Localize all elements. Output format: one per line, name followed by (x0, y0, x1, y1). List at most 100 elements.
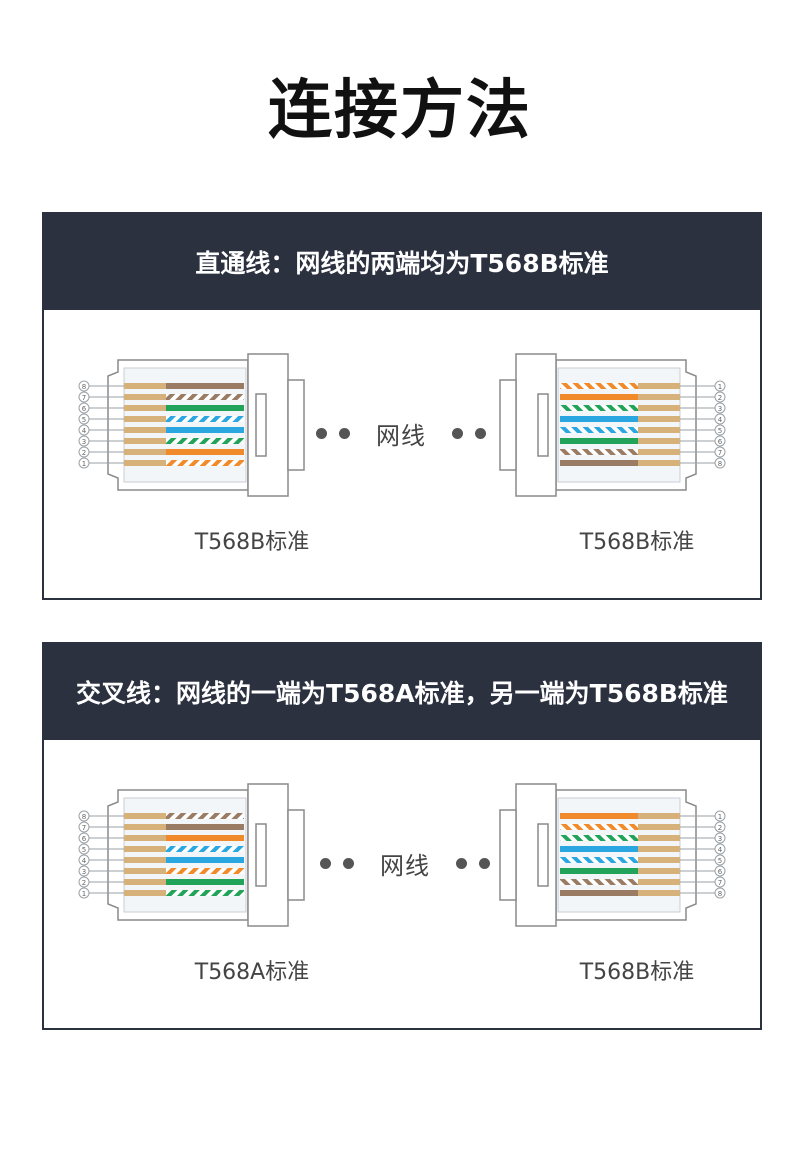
wire-brown (560, 460, 638, 466)
dot-icon (456, 858, 467, 869)
gold-contact (638, 460, 680, 466)
pin-number: 8 (82, 383, 86, 391)
gold-contact (124, 427, 166, 433)
pin-number-marker (714, 854, 726, 866)
cable-label: 网线 (380, 852, 430, 880)
wire-orange-stripe (166, 868, 244, 874)
wire-blue (560, 416, 638, 422)
pin-number-marker (78, 876, 90, 888)
pin-number-marker (78, 424, 90, 436)
wire-green-stripe (560, 405, 638, 411)
gold-contact (638, 416, 680, 422)
pin-number-marker (714, 424, 726, 436)
wire-blue (560, 846, 638, 852)
pin-number: 8 (82, 813, 86, 821)
pin-number-marker (714, 446, 726, 458)
pin-number-marker (78, 446, 90, 458)
wire-orange (560, 394, 638, 400)
pin-number-marker (78, 402, 90, 414)
wire-green-stripe (166, 438, 244, 444)
gold-contact (124, 460, 166, 466)
pin-number: 7 (718, 879, 722, 887)
pin-number: 5 (82, 846, 86, 854)
gold-contact (638, 394, 680, 400)
wire-green-stripe (166, 890, 244, 896)
cable-connector: 网线 (316, 416, 486, 451)
pin-number: 3 (82, 438, 86, 446)
pin-number: 1 (82, 890, 86, 898)
gold-contact (638, 427, 680, 433)
pin-number: 1 (82, 460, 86, 468)
pin-number: 4 (82, 857, 87, 865)
pin-number-marker (78, 832, 90, 844)
gold-contact (638, 890, 680, 896)
wire-orange (166, 835, 244, 841)
gold-contact (124, 824, 166, 830)
standard-label-right: T568B标准 (579, 960, 695, 985)
gold-contact (124, 416, 166, 422)
pin-number-marker (78, 821, 90, 833)
cable-connector: 网线 (320, 846, 490, 881)
dot-icon (475, 428, 486, 439)
pin-number: 3 (82, 868, 86, 876)
pin-number-marker (78, 380, 90, 392)
wire-brown-stripe (166, 394, 244, 400)
gold-contact (638, 824, 680, 830)
gold-contact (638, 438, 680, 444)
dot-icon (316, 428, 327, 439)
pin-number-marker (78, 854, 90, 866)
pin-number: 8 (718, 890, 722, 898)
pin-number-marker (714, 402, 726, 414)
dot-icon (479, 858, 490, 869)
gold-contact (638, 857, 680, 863)
pin-number: 2 (718, 394, 722, 402)
pin-number: 5 (82, 416, 86, 424)
dot-icon (320, 858, 331, 869)
pin-number: 6 (718, 868, 723, 876)
wire-blue (166, 427, 244, 433)
standard-label-right: T568B标准 (579, 530, 695, 555)
gold-contact (638, 879, 680, 885)
gold-contact (124, 835, 166, 841)
pin-number: 4 (718, 416, 723, 424)
gold-contact (124, 846, 166, 852)
pin-number-marker (714, 413, 726, 425)
page-title: 连接方法 (268, 74, 532, 148)
gold-contact (638, 449, 680, 455)
pin-number-marker (78, 887, 90, 899)
pin-number: 2 (82, 879, 86, 887)
wire-brown-stripe (560, 449, 638, 455)
pin-number-marker (78, 457, 90, 469)
pin-number: 2 (82, 449, 86, 457)
wire-orange (560, 813, 638, 819)
gold-contact (124, 879, 166, 885)
pin-number-marker (78, 810, 90, 822)
pin-number: 1 (718, 383, 722, 391)
pin-number: 7 (82, 394, 86, 402)
wire-green (560, 868, 638, 874)
pin-number-marker (714, 457, 726, 469)
pin-number: 2 (718, 824, 722, 832)
pin-number-marker (78, 391, 90, 403)
pin-number: 7 (718, 449, 722, 457)
wire-blue-stripe (560, 427, 638, 433)
gold-contact (638, 383, 680, 389)
crossover-cable-panel: 交叉线：网线的一端为T568A标准，另一端为T568B标准 8 7 6 5 4 3 2 1 网… (42, 642, 762, 1030)
pin-number: 7 (82, 824, 86, 832)
wire-orange-stripe (560, 383, 638, 389)
wire-orange (166, 449, 244, 455)
pin-number: 3 (718, 835, 722, 843)
pin-number-marker (714, 821, 726, 833)
pin-number: 4 (718, 846, 723, 854)
pin-number-marker (714, 435, 726, 447)
gold-contact (124, 813, 166, 819)
gold-contact (638, 813, 680, 819)
cable-label: 网线 (376, 422, 426, 450)
wire-orange-stripe (166, 460, 244, 466)
wire-blue (166, 857, 244, 863)
pin-number: 4 (82, 427, 87, 435)
panel-header: 交叉线：网线的一端为T568A标准，另一端为T568B标准 (44, 644, 760, 740)
